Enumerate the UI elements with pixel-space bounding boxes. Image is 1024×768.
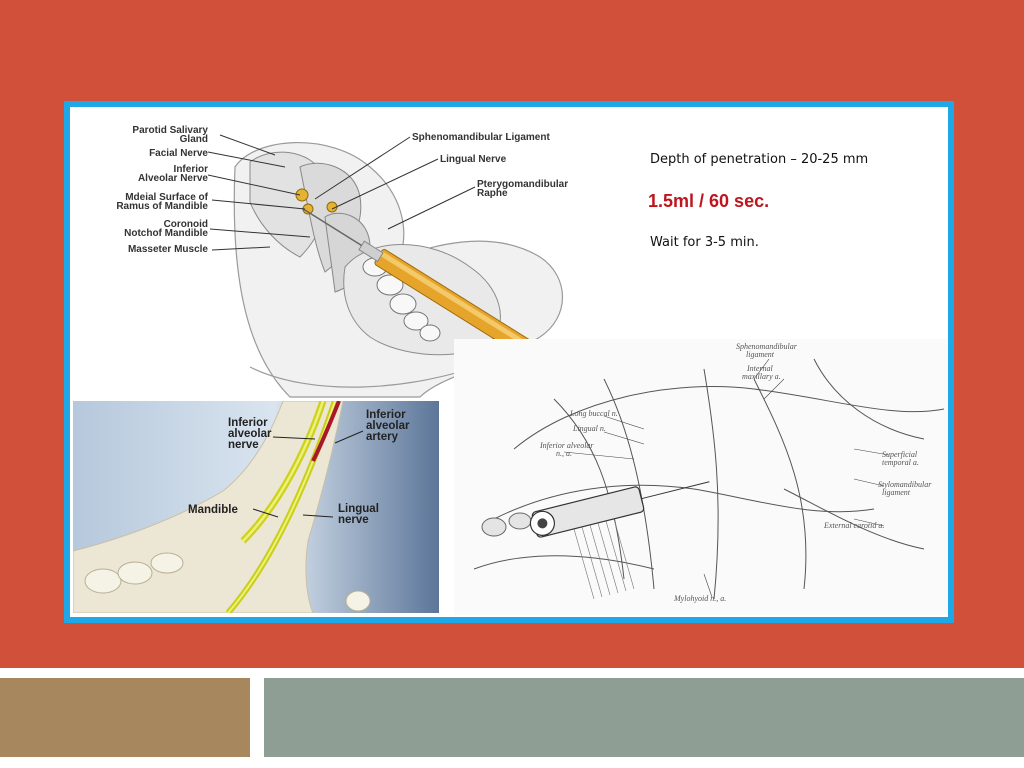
label-internal-maxillary-2: maxillary a. xyxy=(742,372,781,381)
label-lingual-nerve-2: nerve xyxy=(338,514,369,526)
label-superficial-temporal-2: temporal a. xyxy=(882,458,919,467)
label-inferior-alveolar-nerve-1: Inferior xyxy=(228,417,268,429)
label-lingual-nerve-1: Lingual xyxy=(338,503,379,515)
nerve-block-sketch xyxy=(454,339,948,615)
label-sphenomandibular-ligament-sketch-1: Sphenomandibular xyxy=(736,342,797,351)
label-long-buccal: Long buccal n. xyxy=(570,409,618,418)
label-stylomandibular-1: Stylomandibular xyxy=(878,480,932,489)
label-gland: Gland xyxy=(179,134,208,145)
label-inferior: Inferior xyxy=(173,164,208,175)
label-lingual-nerve: Lingual Nerve xyxy=(440,154,507,165)
label-sphenomandibular-ligament-sketch-2: ligament xyxy=(746,350,774,359)
label-lingual-n: Lingual n. xyxy=(573,424,606,433)
footer-block-right xyxy=(264,678,1024,757)
label-masseter-muscle: Masseter Muscle xyxy=(127,244,208,255)
label-pterygomandibular: Pterygomandibular xyxy=(477,179,569,190)
depth-of-penetration-note: Depth of penetration – 20-25 mm xyxy=(650,152,869,167)
label-facial-nerve: Facial Nerve xyxy=(149,148,208,159)
wait-time-note: Wait for 3-5 min. xyxy=(650,235,759,250)
label-inferior-alveolar-nerve-2: alveolar xyxy=(228,428,272,440)
label-mandible: Mandible xyxy=(188,504,238,516)
label-medial-surface: Mdeial Surface of xyxy=(125,192,208,203)
label-inferior-alveolar-sketch-2: n., a. xyxy=(556,449,572,458)
label-inferior-alveolar-artery-1: Inferior xyxy=(366,409,406,421)
label-inferior-alveolar-sketch-1: Inferior alveolar xyxy=(540,441,594,450)
label-inferior-alveolar-nerve-3: nerve xyxy=(228,439,259,451)
label-stylomandibular-2: ligament xyxy=(882,488,910,497)
label-raphe: Raphe xyxy=(477,188,508,199)
label-external-carotid: External carotid a. xyxy=(824,521,885,530)
label-alveolar-nerve: Alveolar Nerve xyxy=(137,173,208,184)
injection-anatomy-illustration xyxy=(207,134,570,398)
dose-rate-note: 1.5ml / 60 sec. xyxy=(648,191,770,211)
footer-block-left xyxy=(0,678,250,757)
label-internal-maxillary-1: Internal xyxy=(747,364,773,373)
label-coronoid: Coronoid xyxy=(163,219,208,230)
label-inferior-alveolar-artery-3: artery xyxy=(366,431,398,443)
label-superficial-temporal-1: Superficial xyxy=(882,450,918,459)
label-notch-of-mandible: Notchof Mandible xyxy=(124,228,208,239)
label-sphenomandibular-ligament: Sphenomandibular Ligament xyxy=(412,132,550,143)
label-parotid-salivary: Parotid Salivary xyxy=(132,125,208,136)
image-frame-content: Parotid Salivary Gland Facial Nerve Infe… xyxy=(70,107,948,617)
label-inferior-alveolar-artery-2: alveolar xyxy=(366,420,410,432)
mandible-nerve-illustration xyxy=(73,401,439,613)
image-frame: Parotid Salivary Gland Facial Nerve Infe… xyxy=(64,101,954,623)
label-mylohyoid: Mylohyoid n., a. xyxy=(674,594,727,603)
label-ramus-of-mandible: Ramus of Mandible xyxy=(116,201,208,212)
